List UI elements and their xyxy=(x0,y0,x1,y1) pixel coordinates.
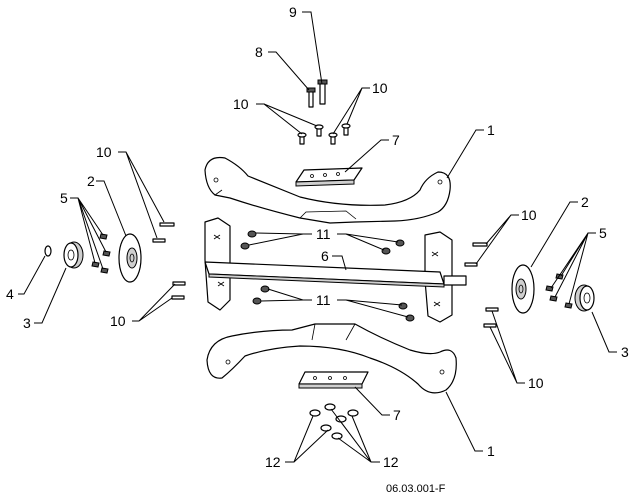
callout-5-left: 5 xyxy=(60,190,68,206)
callout-11-upper: 11 xyxy=(316,226,331,242)
bottom-plate xyxy=(298,371,369,389)
callout-11-lower: 11 xyxy=(316,292,331,308)
callout-10-right-upper: 10 xyxy=(521,207,537,223)
lower-frame-bracket xyxy=(206,323,457,394)
callout-3-left: 3 xyxy=(23,315,31,331)
callout-labels: 9 8 10 10 7 1 10 5 2 4 3 10 11 6 11 10 2… xyxy=(6,4,629,495)
leader-lines xyxy=(18,11,617,463)
left-wheel-assembly xyxy=(44,222,186,300)
right-wheel-assembly xyxy=(464,242,595,328)
callout-5-right: 5 xyxy=(599,225,607,241)
top-plate xyxy=(295,167,363,187)
callout-10-left-lower: 10 xyxy=(110,313,126,329)
callout-12-right: 12 xyxy=(383,454,399,470)
callout-6: 6 xyxy=(321,248,329,264)
upper-frame-bracket xyxy=(204,156,451,224)
callout-7-top: 7 xyxy=(392,132,400,148)
callout-10-top-left: 10 xyxy=(233,96,249,112)
callout-7-bottom: 7 xyxy=(393,407,401,423)
callout-8: 8 xyxy=(255,44,263,60)
axle-assembly xyxy=(204,217,467,323)
callout-1-bottom: 1 xyxy=(487,443,495,459)
callout-12-left: 12 xyxy=(265,454,281,470)
callout-10-right-lower: 10 xyxy=(528,375,544,391)
top-bolts xyxy=(297,79,351,145)
callout-10-top-right: 10 xyxy=(372,80,388,96)
callout-2-right: 2 xyxy=(581,194,589,210)
nuts-11 xyxy=(240,230,415,322)
callout-2-left: 2 xyxy=(87,173,95,189)
nuts-12 xyxy=(309,403,359,440)
callout-9: 9 xyxy=(289,4,297,20)
drawing-code: 06.03.001-F xyxy=(386,483,446,495)
callout-1-top: 1 xyxy=(487,122,495,138)
callout-4: 4 xyxy=(6,286,14,302)
callout-10-left-upper: 10 xyxy=(96,144,112,160)
callout-3-right: 3 xyxy=(621,344,629,360)
